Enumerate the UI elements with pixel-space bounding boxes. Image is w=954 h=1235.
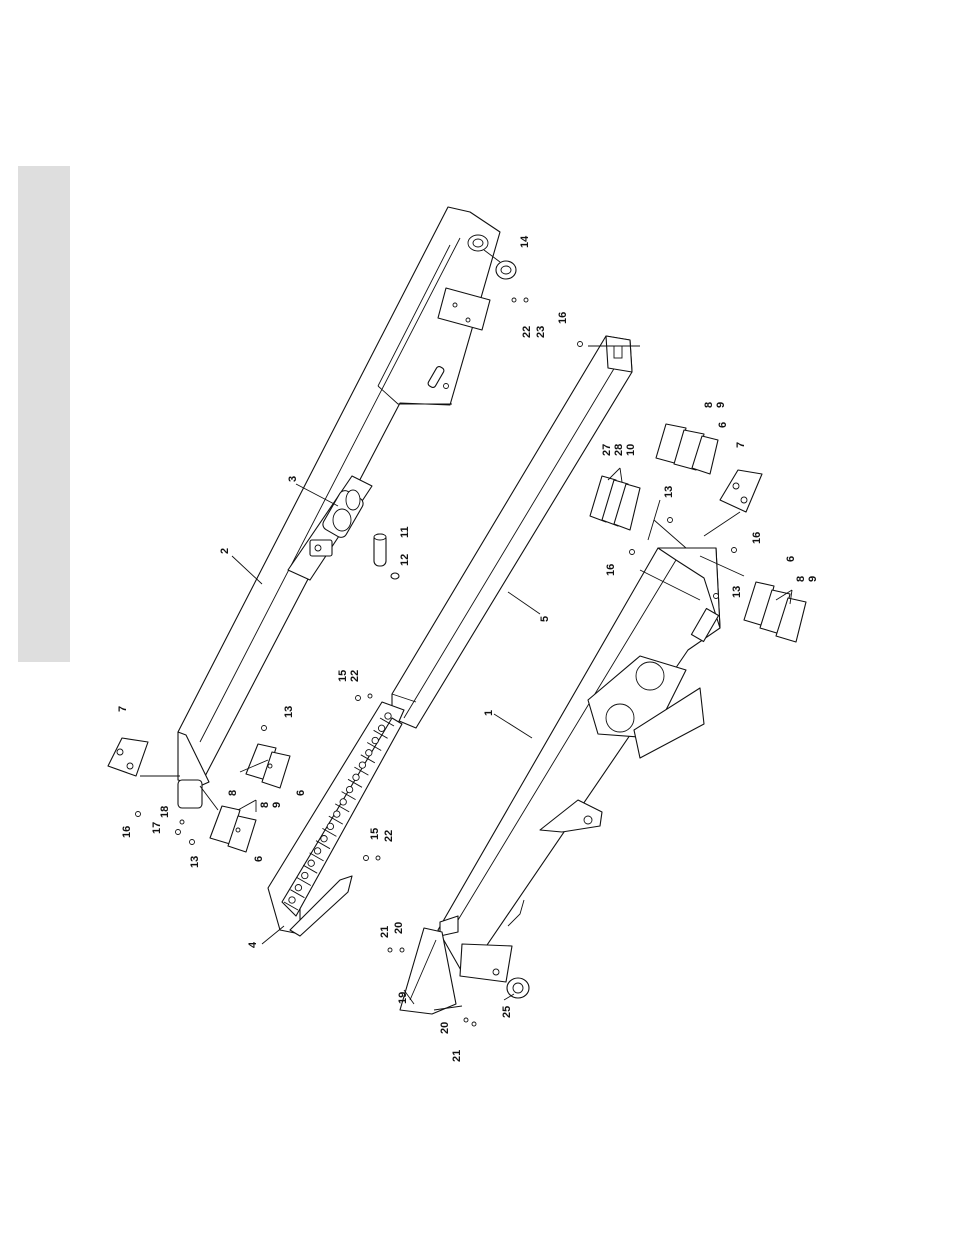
callout-5: 5 bbox=[539, 616, 551, 622]
callout-6-right-upper: 6 bbox=[717, 422, 729, 428]
wear-pads-part-6-8-9-left bbox=[210, 744, 290, 852]
callout-13-right-upper: 13 bbox=[663, 486, 675, 498]
callout-25: 25 bbox=[501, 1006, 513, 1018]
wear-pads-part-6-8-9-lower-right bbox=[744, 582, 806, 642]
callout-15-lower: 15 bbox=[369, 828, 381, 840]
callout-23: 23 bbox=[535, 326, 547, 338]
callout-12: 12 bbox=[399, 554, 411, 566]
callout-22-upper: 22 bbox=[349, 670, 361, 682]
callout-21-lower: 21 bbox=[451, 1050, 463, 1062]
callout-13-right-lower: 13 bbox=[731, 586, 743, 598]
chain-link bbox=[321, 836, 327, 842]
callout-8-right-upper: 8 bbox=[703, 402, 715, 408]
callout-6-left-lower: 6 bbox=[253, 856, 265, 862]
callout-20-lower: 20 bbox=[439, 1022, 451, 1034]
callout-8-left-b: 8 bbox=[259, 802, 271, 808]
chain-link bbox=[359, 762, 365, 768]
callout-22-right: 22 bbox=[521, 326, 533, 338]
callout-10: 10 bbox=[625, 444, 637, 456]
callout-14: 14 bbox=[519, 235, 531, 248]
callout-7-lower: 7 bbox=[735, 442, 747, 448]
callout-3: 3 bbox=[287, 476, 299, 482]
callout-9-right-upper: 9 bbox=[715, 402, 727, 408]
clip-part-12 bbox=[391, 573, 399, 579]
callout-4: 4 bbox=[247, 941, 259, 948]
chain-link bbox=[366, 750, 372, 756]
callout-15-upper: 15 bbox=[337, 670, 349, 682]
callout-6-left-upper: 6 bbox=[295, 790, 307, 796]
chain-link bbox=[327, 823, 333, 829]
callout-6-right-lower: 6 bbox=[785, 556, 797, 562]
callout-1: 1 bbox=[483, 710, 495, 716]
chain-link bbox=[340, 799, 346, 805]
wear-pad-part-7-upper bbox=[108, 738, 148, 776]
chain-link bbox=[372, 737, 378, 743]
chain-link bbox=[378, 725, 384, 731]
callout-13-left: 13 bbox=[189, 856, 201, 868]
chain-link bbox=[308, 860, 314, 866]
callout-2: 2 bbox=[219, 548, 231, 554]
wear-pads-part-6-8-9-upper-right bbox=[656, 424, 718, 474]
callout-9-left: 9 bbox=[271, 802, 283, 808]
callout-17: 17 bbox=[151, 822, 163, 834]
callout-21-upper: 21 bbox=[379, 926, 391, 938]
chain-link bbox=[295, 885, 301, 891]
callout-22-lower: 22 bbox=[383, 830, 395, 842]
callout-8-right-lower: 8 bbox=[795, 576, 807, 582]
wear-pad-part-7-lower bbox=[720, 470, 762, 512]
chain-link bbox=[289, 897, 295, 903]
bushing-part-25 bbox=[507, 978, 529, 998]
wear-pads-part-27-28-10 bbox=[590, 476, 640, 530]
callout-11: 11 bbox=[399, 526, 411, 538]
callout-18: 18 bbox=[159, 806, 171, 818]
callout-28: 28 bbox=[613, 444, 625, 456]
callout-13-upper: 13 bbox=[283, 706, 295, 718]
callout-8-left-a: 8 bbox=[227, 790, 239, 796]
callout-16-right-lower: 16 bbox=[751, 532, 763, 544]
callout-9-right-lower: 9 bbox=[807, 576, 819, 582]
chain-link bbox=[334, 811, 340, 817]
callout-16-right-top: 16 bbox=[557, 312, 569, 324]
cable-chain-part-4 bbox=[268, 702, 404, 936]
callout-16-right-mid: 16 bbox=[605, 564, 617, 576]
chain-link bbox=[385, 713, 391, 719]
callout-7-upper: 7 bbox=[117, 706, 129, 712]
chain-link bbox=[302, 872, 308, 878]
chain-link bbox=[353, 774, 359, 780]
chain-link bbox=[346, 786, 352, 792]
callout-19: 19 bbox=[397, 992, 409, 1004]
pin-part-11 bbox=[374, 534, 386, 566]
callout-20-upper: 20 bbox=[393, 922, 405, 934]
chain-link bbox=[314, 848, 320, 854]
callout-16-upper-left: 16 bbox=[121, 826, 133, 838]
callout-27: 27 bbox=[601, 444, 613, 456]
